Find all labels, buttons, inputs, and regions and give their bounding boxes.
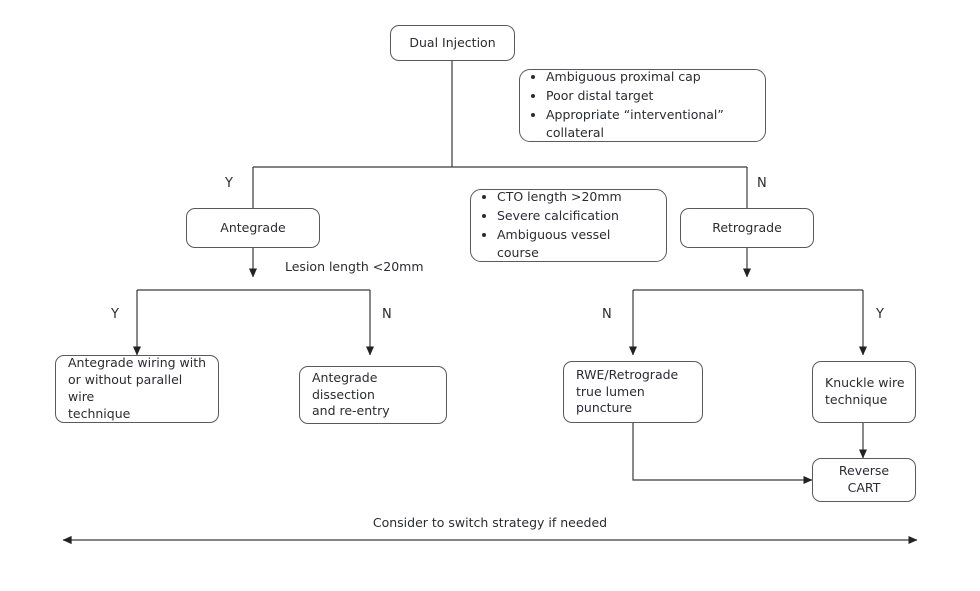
node-antegrade-dissection-label: Antegrade dissection and re-entry xyxy=(312,369,390,419)
node-knuckle-wire-label: Knuckle wire technique xyxy=(825,375,905,407)
criteria-item: Ambiguous vessel course xyxy=(497,226,652,264)
footer-label: Consider to switch strategy if needed xyxy=(372,515,608,530)
node-dual-injection[interactable]: Dual Injection xyxy=(390,25,515,61)
node-retrograde[interactable]: Retrograde xyxy=(680,208,814,248)
criteria-item: Appropriate “interventional” collateral xyxy=(546,106,751,144)
node-dual-injection-label: Dual Injection xyxy=(409,34,496,50)
edge-label-lesion-yes: Y xyxy=(111,307,119,322)
node-knuckle-wire[interactable]: Knuckle wire technique xyxy=(812,361,916,423)
criteria-list-retrograde: Ambiguous proximal cap Poor distal targe… xyxy=(530,68,751,143)
criteria-item: Ambiguous proximal cap xyxy=(546,68,751,87)
criteria-item: Severe calcification xyxy=(497,207,652,226)
wire-rwe-to-reversecart xyxy=(632,423,813,485)
node-rwe-retrograde[interactable]: RWE/Retrograde true lumen puncture xyxy=(563,361,703,423)
criteria-list-lesion: CTO length >20mm Severe calcification Am… xyxy=(481,188,652,263)
node-retrograde-label: Retrograde xyxy=(712,219,782,235)
edge-label-root-no: N xyxy=(757,176,767,191)
criteria-box-lesion: CTO length >20mm Severe calcification Am… xyxy=(470,189,667,262)
criteria-box-retrograde: Ambiguous proximal cap Poor distal targe… xyxy=(519,69,766,142)
node-rwe-retrograde-label: RWE/Retrograde true lumen puncture xyxy=(576,366,679,416)
edge-label-retro-no: N xyxy=(602,307,612,322)
flow-label-lesion-length: Lesion length <20mm xyxy=(285,259,424,274)
node-reverse-cart-label: Reverse CART xyxy=(838,463,890,495)
node-antegrade-wiring[interactable]: Antegrade wiring with or without paralle… xyxy=(55,355,219,423)
node-antegrade-wiring-label: Antegrade wiring with or without paralle… xyxy=(68,355,207,421)
edge-label-retro-yes: Y xyxy=(876,307,884,322)
criteria-item: CTO length >20mm xyxy=(497,188,652,207)
edge-label-lesion-no: N xyxy=(382,307,392,322)
node-antegrade-label: Antegrade xyxy=(220,219,286,235)
node-reverse-cart[interactable]: Reverse CART xyxy=(812,458,916,502)
criteria-item: Poor distal target xyxy=(546,87,751,106)
node-antegrade[interactable]: Antegrade xyxy=(186,208,320,248)
edge-label-root-yes: Y xyxy=(225,176,233,191)
node-antegrade-dissection[interactable]: Antegrade dissection and re-entry xyxy=(299,366,447,424)
